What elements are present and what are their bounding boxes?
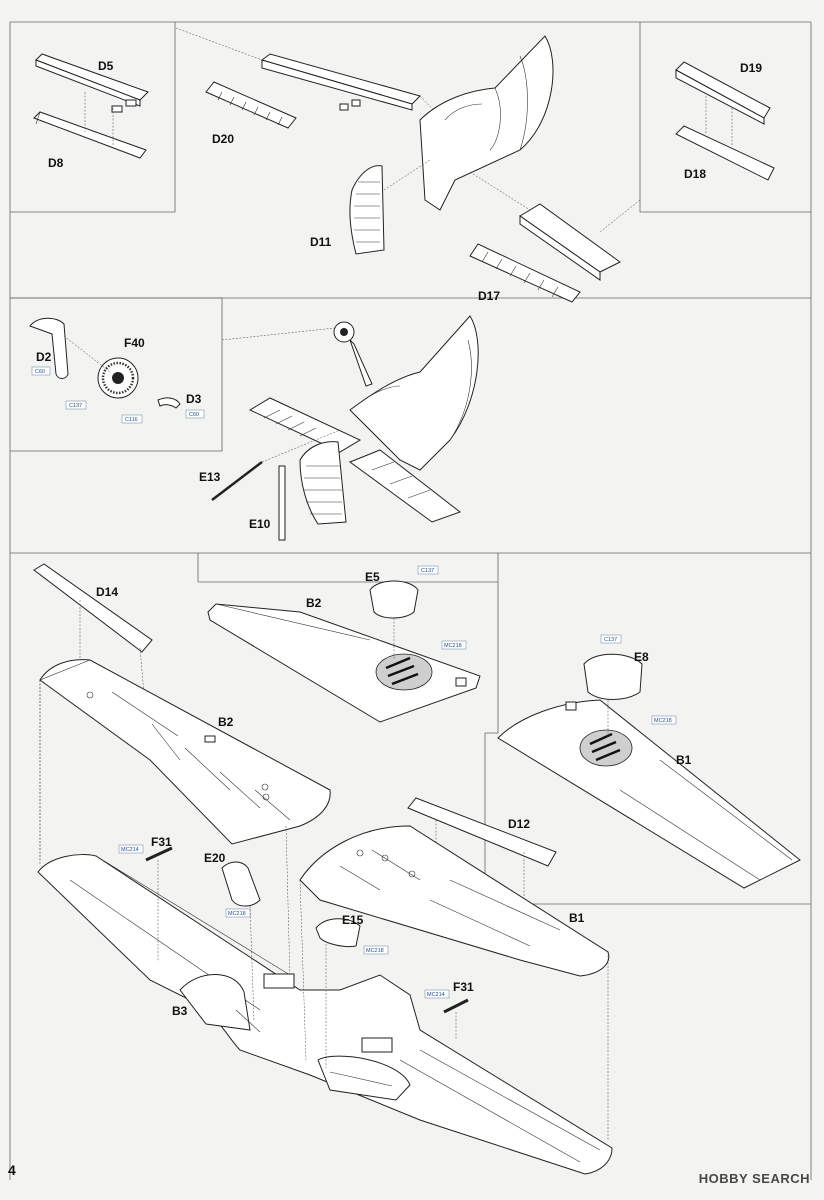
step-tailwheel: D2 C60 F40 C137 C116 D3 C60 <box>29 315 479 541</box>
part-d12-shape <box>407 797 557 867</box>
label-d18: D18 <box>684 167 706 181</box>
part-b1-main-shape <box>299 825 610 977</box>
code-d3: C60 <box>189 412 199 418</box>
part-b3-shape <box>37 854 613 1175</box>
watermark-logo: HOBBY SEARCH <box>698 1171 810 1186</box>
section-frames <box>9 21 812 1180</box>
code-e20: MC218 <box>228 911 246 917</box>
label-b3: B3 <box>172 1004 188 1018</box>
label-d5: D5 <box>98 59 114 73</box>
part-d11-shape <box>349 165 385 255</box>
label-d19: D19 <box>740 61 762 75</box>
code-e15: MC218 <box>366 948 384 954</box>
part-e10-strip <box>278 465 286 541</box>
label-e20: E20 <box>204 851 226 865</box>
part-e15-shape <box>315 918 361 947</box>
wheel-well-b1 <box>579 729 633 767</box>
code-b1: MC218 <box>654 718 672 724</box>
part-d8-shape <box>33 111 147 159</box>
code-f40-b: C116 <box>125 417 138 423</box>
fuselage-tail-assembled <box>349 315 479 471</box>
code-f40-a: C137 <box>69 403 82 409</box>
part-d14-shape <box>33 563 153 653</box>
label-b1-top: B1 <box>676 753 692 767</box>
label-e15: E15 <box>342 913 364 927</box>
part-d18-shape <box>675 125 775 181</box>
label-d8: D8 <box>48 156 64 170</box>
part-b1-top-shape <box>497 699 801 889</box>
page-number: 4 <box>8 1162 16 1178</box>
code-f31-left: MC214 <box>121 847 139 853</box>
wheel-well-b2 <box>375 653 433 691</box>
label-e8: E8 <box>634 650 649 664</box>
part-e20-shape <box>221 861 261 907</box>
code-b2: MC218 <box>444 643 462 649</box>
part-f31-left-pin <box>145 846 173 862</box>
label-d17: D17 <box>478 289 500 303</box>
part-b2-main-shape <box>39 659 331 845</box>
label-f31-left: F31 <box>151 835 172 849</box>
code-f31-right: MC214 <box>427 992 445 998</box>
part-d5-shape <box>35 53 149 101</box>
step-tail: D5 D8 D20 D11 <box>33 27 775 303</box>
label-e10: E10 <box>249 517 271 531</box>
part-d2-shape <box>29 317 69 379</box>
label-d20: D20 <box>212 132 234 146</box>
part-f40-wheel <box>97 357 139 399</box>
part-f31-right-pin <box>443 998 469 1014</box>
code-e8: C137 <box>604 637 617 643</box>
fuselage-tail <box>419 35 554 211</box>
part-b2-top-shape <box>207 603 481 723</box>
label-e5: E5 <box>365 570 380 584</box>
code-d2: C60 <box>35 369 45 375</box>
part-e8-shape <box>583 653 643 700</box>
label-f31-right: F31 <box>453 980 474 994</box>
label-e13: E13 <box>199 470 221 484</box>
label-d11: D11 <box>310 235 332 249</box>
label-f40: F40 <box>124 336 145 350</box>
step-wings: D14 B2 B2 MC218 E5 C137 B1 <box>33 563 801 1175</box>
label-d2: D2 <box>36 350 52 364</box>
part-e13-rod <box>211 461 263 501</box>
part-d17-shape <box>469 243 581 303</box>
label-d3: D3 <box>186 392 202 406</box>
part-d3-shape <box>157 397 181 409</box>
part-d20-shape <box>205 81 297 129</box>
part-e5-shape <box>369 580 419 619</box>
label-b2-top: B2 <box>306 596 322 610</box>
label-b2-main: B2 <box>218 715 234 729</box>
label-b1-main: B1 <box>569 911 585 925</box>
label-d14: D14 <box>96 585 118 599</box>
code-e5: C137 <box>421 568 434 574</box>
label-d12: D12 <box>508 817 530 831</box>
